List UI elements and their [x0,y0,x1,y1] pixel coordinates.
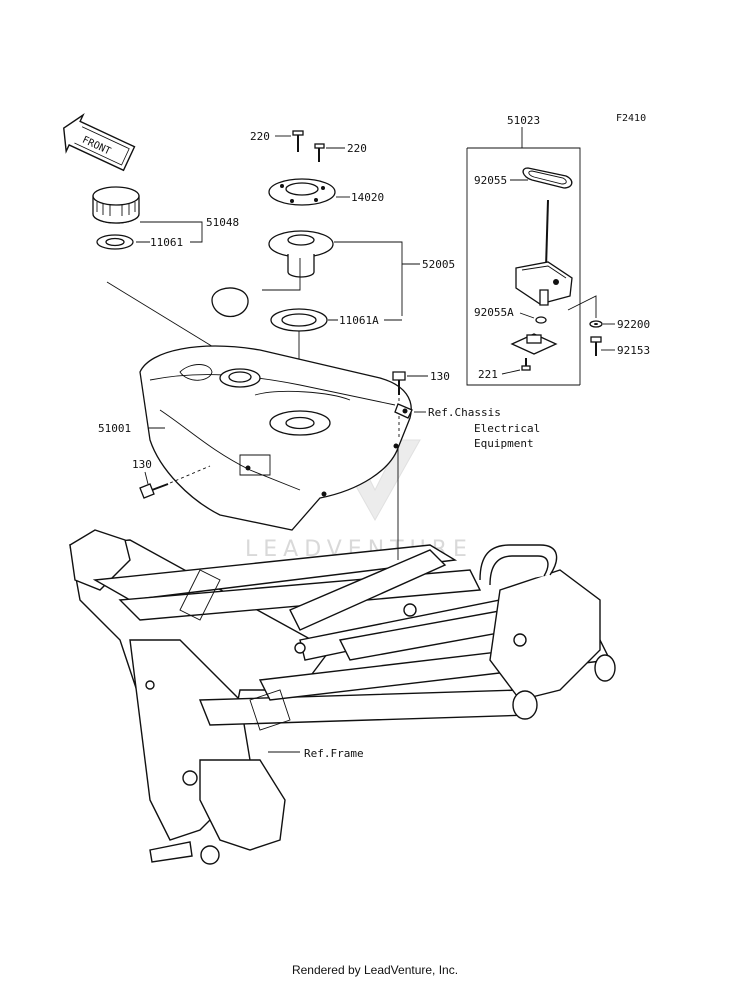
ref-chassis-line2: Electrical [474,422,540,435]
part-label-92200: 92200 [617,318,650,331]
part-label-14020: 14020 [351,191,384,204]
fuel-tank [139,345,412,531]
part-label-51023: 51023 [507,114,540,127]
leader-51048 [136,221,203,243]
pump-gasket [270,308,328,332]
figure-code: F2410 [616,113,646,124]
pump-retainer-plate [268,178,336,206]
part-label-220-a: 220 [250,130,270,143]
bolt-92153 [590,336,602,356]
bolt-220-a [292,130,304,152]
oring-92055 [522,167,573,189]
ref-frame-label: Ref.Frame [304,747,364,760]
part-label-92153: 92153 [617,344,650,357]
part-label-11061: 11061 [150,236,183,249]
front-arrow-icon: FRONT [63,113,136,172]
part-label-51048: 51048 [206,216,239,229]
bolt-130-left [139,483,169,499]
ref-chassis-line3: Equipment [474,437,534,450]
bolt-130-right [392,371,406,395]
part-label-130-left: 130 [132,458,152,471]
part-label-92055A: 92055A [474,306,514,319]
leader-cap-to-tank [106,281,229,357]
part-label-51001: 51001 [98,422,131,435]
washer-92200 [589,320,603,328]
part-label-52005: 52005 [422,258,455,271]
cap-gasket [96,234,134,250]
footer-credit: Rendered by LeadVenture, Inc. [291,963,459,977]
bolt-220-b [314,143,325,162]
screw-221 [521,358,531,371]
part-label-130-right: 130 [430,370,450,383]
fuel-pump [211,230,334,318]
fuel-cock-lever [510,333,558,355]
oring-92055A [535,316,547,324]
fuel-cock [515,199,573,306]
part-label-11061A: 11061A [339,314,379,327]
fuel-cap [92,186,140,224]
frame [69,529,616,865]
clamp-ref-chassis [394,403,413,419]
part-label-220-b: 220 [347,142,367,155]
ref-chassis-line1: Ref.Chassis [428,406,501,419]
part-label-92055: 92055 [474,174,507,187]
fuel-cock-group-box [466,127,581,386]
part-label-221: 221 [478,368,498,381]
